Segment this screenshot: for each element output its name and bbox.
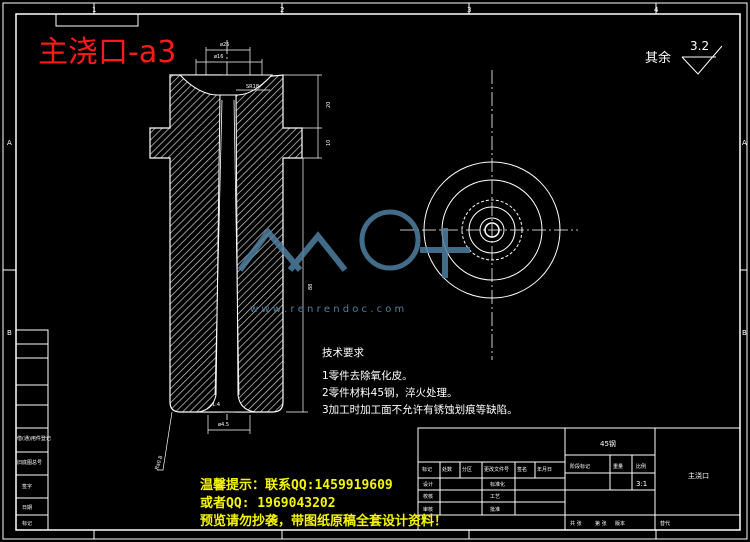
svg-text:标准化: 标准化 xyxy=(490,481,505,488)
svg-text:ø4.5: ø4.5 xyxy=(218,422,229,428)
promo-line-1: 温馨提示：联系QQ:1459919609 xyxy=(200,478,393,493)
title-block-grid xyxy=(417,427,741,531)
sprue-inner-edge-left xyxy=(214,99,223,396)
left-side-table xyxy=(15,329,49,531)
title-block-headers: 标记 处数 分区 更改文件号 签名 年月日 设计 校核 审核 标准化 工艺 批准… xyxy=(422,463,670,527)
sprue-section-right xyxy=(235,74,303,413)
zone-number-2: 2 xyxy=(280,6,284,14)
drawing-title: 主浇口-a3 xyxy=(38,35,177,70)
svg-text:Ra0.8: Ra0.8 xyxy=(154,455,164,471)
watermark-url: w w w . r e n r e n d o c . c o m xyxy=(250,304,405,315)
svg-text:签名: 签名 xyxy=(517,466,527,473)
end-view xyxy=(423,161,561,299)
left-label-2: 签字 xyxy=(22,483,32,490)
tech-req-item-3: 3加工时加工面不允许有锈蚀划痕等缺陷。 xyxy=(322,404,518,416)
sprue-taper-channel xyxy=(197,94,256,413)
svg-text:版本: 版本 xyxy=(615,520,625,527)
svg-text:设计: 设计 xyxy=(423,481,433,488)
svg-text:阶段标记: 阶段标记 xyxy=(570,463,590,470)
svg-text:更改文件号: 更改文件号 xyxy=(484,466,509,473)
zone-number-3: 3 xyxy=(467,6,471,14)
left-label-3: 日期 xyxy=(22,505,32,511)
tech-req-item-2: 2零件材料45钢，淬火处理。 xyxy=(322,387,458,399)
svg-text:工艺: 工艺 xyxy=(490,494,500,500)
left-label-4: 标记 xyxy=(22,520,32,527)
svg-text:88: 88 xyxy=(308,284,314,290)
svg-text:10: 10 xyxy=(326,140,332,146)
svg-text:标记: 标记 xyxy=(422,466,432,473)
tech-req-item-1: 1零件去除氧化皮。 xyxy=(322,370,413,382)
promo-line-3: 预览请勿抄袭，带图纸原稿全套设计资料！ xyxy=(200,514,448,529)
dimension-lines xyxy=(157,47,322,471)
svg-text:ø25: ø25 xyxy=(220,42,229,48)
svg-text:20: 20 xyxy=(326,102,332,108)
left-label-0: 借(通)用件登记 xyxy=(17,435,51,442)
svg-text:重量: 重量 xyxy=(613,463,623,470)
zone-letter-a-left: A xyxy=(7,139,12,147)
roughness-label: 其余 xyxy=(645,50,671,66)
svg-text:审核: 审核 xyxy=(423,506,433,513)
svg-text:第 张: 第 张 xyxy=(595,520,607,527)
promo-line-2: 或者QQ: 1969043202 xyxy=(200,496,336,511)
title-block-scale: 3:1 xyxy=(636,480,647,488)
svg-text:分区: 分区 xyxy=(462,466,472,473)
dimension-texts: ø25 ø16 SR18 20 10 88 ø4.5 1:4 Ra0.8 xyxy=(154,42,332,471)
title-block-material: 45钢 xyxy=(600,439,616,448)
zone-letter-b-left: B xyxy=(7,329,12,337)
svg-text:ø16: ø16 xyxy=(214,54,223,60)
svg-text:批准: 批准 xyxy=(490,506,500,513)
svg-text:1:4: 1:4 xyxy=(212,402,220,408)
zone-ticks xyxy=(3,3,747,539)
sprue-inner-edge-right xyxy=(233,99,240,396)
svg-text:校核: 校核 xyxy=(423,493,433,500)
svg-text:比例: 比例 xyxy=(636,463,646,470)
roughness-value: 3.2 xyxy=(690,39,709,53)
zone-letter-a-right: A xyxy=(742,139,747,147)
title-block-part-name: 主浇口 xyxy=(688,471,709,480)
drawing-number-box xyxy=(55,13,139,27)
svg-text:处数: 处数 xyxy=(442,466,452,473)
watermark-logo xyxy=(237,209,470,278)
inner-frame xyxy=(15,13,741,531)
svg-text:SR18: SR18 xyxy=(246,84,259,90)
svg-text:年月日: 年月日 xyxy=(537,466,552,473)
sprue-section-left xyxy=(149,74,223,413)
tech-req-heading: 技术要求 xyxy=(322,347,364,359)
roughness-symbol xyxy=(681,45,723,75)
svg-text:共 张: 共 张 xyxy=(570,520,582,527)
left-label-1: 旧底图总号 xyxy=(17,459,42,466)
zone-letter-b-right: B xyxy=(742,329,747,337)
zone-number-4: 4 xyxy=(654,6,659,14)
svg-text:替代: 替代 xyxy=(660,520,670,527)
zone-number-1: 1 xyxy=(92,6,96,14)
